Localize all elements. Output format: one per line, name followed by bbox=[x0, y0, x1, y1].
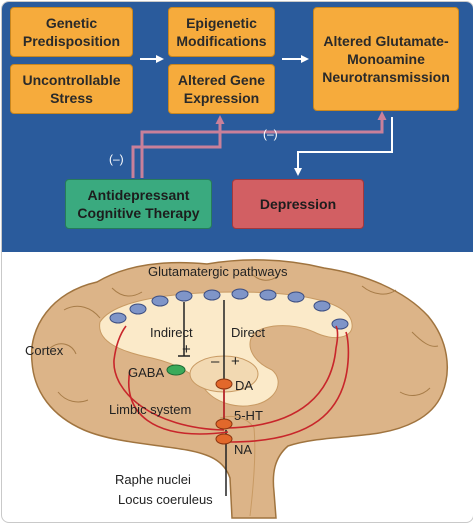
neuron-glu-3 bbox=[151, 295, 169, 307]
plus-indirect-label: + bbox=[182, 341, 191, 358]
minus-direct-label: – bbox=[211, 353, 220, 370]
neuron-glu-2 bbox=[129, 303, 147, 315]
raphe-nuclei-label: Raphe nuclei bbox=[115, 472, 191, 487]
na-neuron bbox=[215, 433, 233, 445]
neuron-glu-8 bbox=[287, 291, 305, 303]
altered-glutamate-box: Altered Glutamate-Monoamine Neurotransmi… bbox=[313, 7, 459, 111]
altered-glutamate-label: Altered Glutamate-Monoamine Neurotransmi… bbox=[322, 33, 450, 85]
limbic-system-label: Limbic system bbox=[109, 402, 192, 417]
indirect-label: Indirect bbox=[150, 325, 193, 340]
genetic-predisposition-box: Genetic Predisposition bbox=[10, 7, 133, 57]
epigenetic-modifications-box: Epigenetic Modifications bbox=[168, 7, 275, 57]
neuron-glu-7 bbox=[259, 289, 277, 301]
neuron-glu-10 bbox=[331, 318, 349, 330]
da-label: DA bbox=[235, 378, 254, 393]
inhibition-label-right: (–) bbox=[263, 127, 278, 141]
uncontrollable-stress-box: Uncontrollable Stress bbox=[10, 64, 133, 114]
monoamine-pathways bbox=[113, 325, 350, 443]
neuron-glu-6 bbox=[231, 288, 249, 300]
inhibit-arrow-gene-expression bbox=[131, 115, 225, 178]
inhibition-label-left: (–) bbox=[109, 152, 124, 166]
glutamatergic-pathways-label: Glutamatergic pathways bbox=[148, 264, 288, 279]
locus-coeruleus-label: Locus coeruleus bbox=[118, 492, 213, 507]
neuron-glu-9 bbox=[313, 300, 331, 312]
neuron-glu-5 bbox=[203, 289, 221, 301]
gaba-neuron bbox=[166, 364, 186, 376]
altered-gene-expression-label: Altered Gene Expression bbox=[177, 72, 266, 106]
brainstem bbox=[219, 415, 256, 517]
brain-folds bbox=[49, 273, 439, 403]
serotonin-neuron bbox=[215, 418, 233, 430]
arrow-glutamate-to-depression bbox=[294, 117, 393, 176]
pathway-arrows bbox=[131, 55, 393, 178]
altered-gene-expression-box: Altered Gene Expression bbox=[168, 64, 275, 114]
serotonin-label: 5-HT bbox=[234, 408, 263, 423]
brain-diagram bbox=[30, 259, 448, 519]
gaba-label: GABA bbox=[128, 365, 165, 380]
direct-label: Direct bbox=[231, 325, 265, 340]
inhibit-arrow-glutamate bbox=[140, 111, 387, 178]
uncontrollable-stress-label: Uncontrollable Stress bbox=[22, 72, 121, 106]
glutamatergic-neurons bbox=[109, 288, 349, 330]
neuron-glu-1 bbox=[109, 312, 127, 324]
antidepressant-therapy-label: Antidepressant Cognitive Therapy bbox=[77, 187, 200, 221]
da-neuron bbox=[215, 378, 233, 390]
neuron-glu-4 bbox=[175, 290, 193, 302]
epigenetic-modifications-label: Epigenetic Modifications bbox=[176, 15, 267, 49]
depression-box: Depression bbox=[232, 179, 364, 229]
cortex-label: Cortex bbox=[25, 343, 64, 358]
plus-direct-label: + bbox=[231, 353, 240, 370]
na-label: NA bbox=[234, 442, 253, 457]
depression-label: Depression bbox=[259, 196, 337, 212]
genetic-predisposition-label: Genetic Predisposition bbox=[22, 15, 121, 49]
antidepressant-therapy-box: Antidepressant Cognitive Therapy bbox=[65, 179, 212, 229]
